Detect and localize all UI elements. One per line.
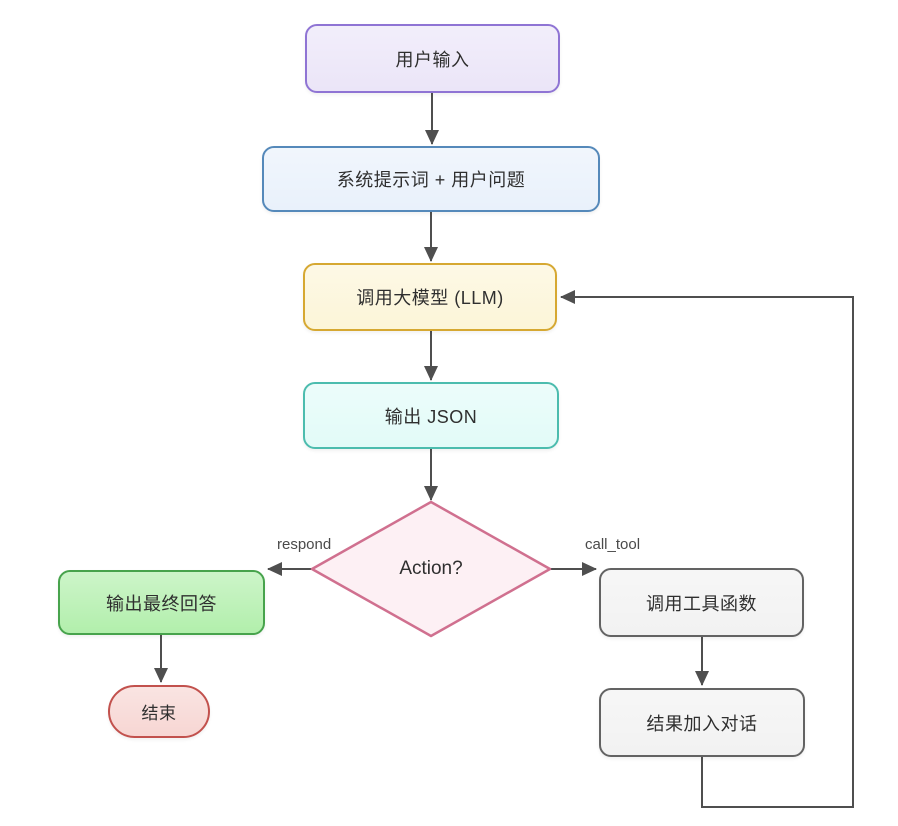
node-end-label: 结束 <box>141 704 177 723</box>
edge-label-call-tool: call_tool <box>585 536 641 553</box>
node-tool-result-label: 结果加入对话 <box>646 713 758 734</box>
node-call-llm: 调用大模型 (LLM) <box>303 263 557 331</box>
node-user-input-label: 用户输入 <box>395 49 470 70</box>
node-json-output-label: 输出 JSON <box>384 406 478 427</box>
node-call-tool-function-label: 调用工具函数 <box>646 593 757 614</box>
node-call-tool-function: 调用工具函数 <box>599 568 804 637</box>
node-final-answer: 输出最终回答 <box>58 570 265 635</box>
node-user-input: 用户输入 <box>305 24 560 93</box>
node-system-prompt: 系统提示词 + 用户问题 <box>262 146 600 212</box>
node-final-answer-label: 输出最终回答 <box>106 593 217 614</box>
node-json-output: 输出 JSON <box>303 382 559 449</box>
node-end: 结束 <box>108 685 210 738</box>
node-system-prompt-label: 系统提示词 + 用户问题 <box>336 170 526 190</box>
edge-result-loop-to-llm <box>560 290 854 808</box>
action-diamond-shape <box>310 500 552 638</box>
node-tool-result: 结果加入对话 <box>599 688 805 757</box>
edge-label-respond: respond <box>277 536 332 553</box>
node-call-llm-label: 调用大模型 (LLM) <box>356 288 504 308</box>
